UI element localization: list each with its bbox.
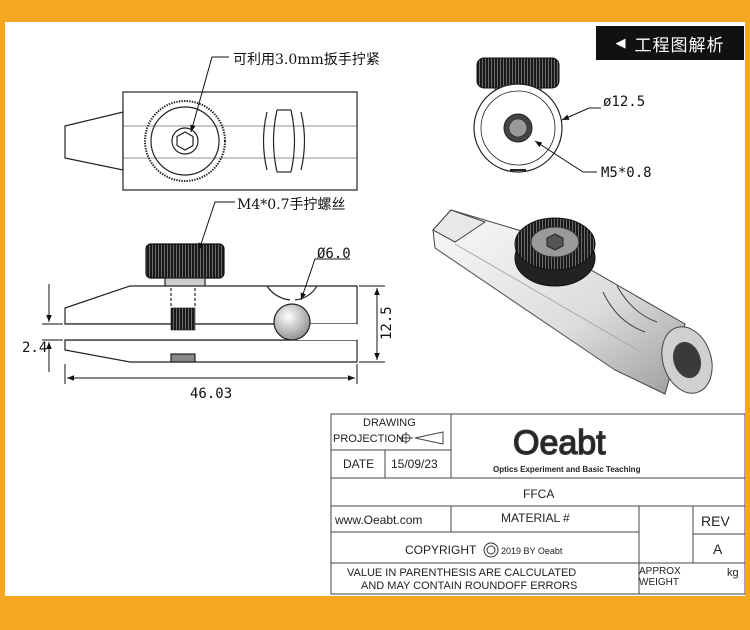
gap-dim (42, 284, 63, 372)
date-value: 15/09/23 (391, 457, 438, 471)
front-view (64, 243, 358, 363)
top-view (64, 91, 358, 191)
drawing-sheet: 可利用3.0mm扳手拧紧 ø12.5 M5*0.8 M4*0.7手拧螺丝 (5, 22, 745, 596)
engineering-drawing: 可利用3.0mm扳手拧紧 ø12.5 M5*0.8 M4*0.7手拧螺丝 (22, 52, 745, 595)
rev-value: A (713, 541, 723, 557)
wrench-note: 可利用3.0mm扳手拧紧 (233, 52, 380, 68)
dia-large-label: ø12.5 (603, 94, 645, 110)
copyright-label: COPYRIGHT (405, 543, 477, 557)
material-label: MATERIAL # (501, 511, 570, 525)
height-dim (359, 285, 385, 363)
gap-label: 2.4 (22, 340, 47, 356)
weight-label: WEIGHT (639, 577, 679, 588)
drawing-label: DRAWING (363, 417, 416, 429)
website: www.Oeabt.com (334, 513, 422, 527)
wrench-leader (190, 56, 229, 133)
height-label: 12.5 (379, 306, 395, 340)
rev-label: REV (701, 513, 730, 529)
dia-small-label: Ø6.0 (317, 246, 351, 262)
date-label: DATE (343, 457, 374, 471)
isometric-view (432, 209, 713, 395)
end-view (473, 57, 563, 173)
copyright-year: 2019 BY Oeabt (501, 546, 563, 556)
projection-label: PROJECTION (333, 433, 404, 445)
length-dim (64, 364, 358, 384)
copyright-icon (483, 542, 499, 558)
weight-unit: kg (727, 567, 739, 579)
disclaimer-line1: VALUE IN PARENTHESIS ARE CALCULATED (347, 567, 576, 579)
dia-leaders (534, 107, 601, 173)
badge-label: 工程图解析 (634, 35, 725, 56)
length-label: 46.03 (190, 386, 232, 402)
logo-tagline: Optics Experiment and Basic Teaching (493, 465, 641, 474)
disclaimer-line2: AND MAY CONTAIN ROUNDOFF ERRORS (361, 580, 577, 592)
screw-note: M4*0.7手拧螺丝 (237, 197, 346, 213)
thread-label: M5*0.8 (601, 165, 652, 181)
oeabt-logo: Oeabt (513, 424, 606, 462)
drawing-analysis-badge: ◀ 工程图解析 (596, 26, 744, 60)
part-name: FFCA (523, 487, 554, 501)
arrow-left-icon: ◀ (615, 35, 627, 51)
approx-label: APPROX (639, 566, 681, 577)
title-block (330, 413, 745, 595)
front-leaders (198, 201, 350, 301)
